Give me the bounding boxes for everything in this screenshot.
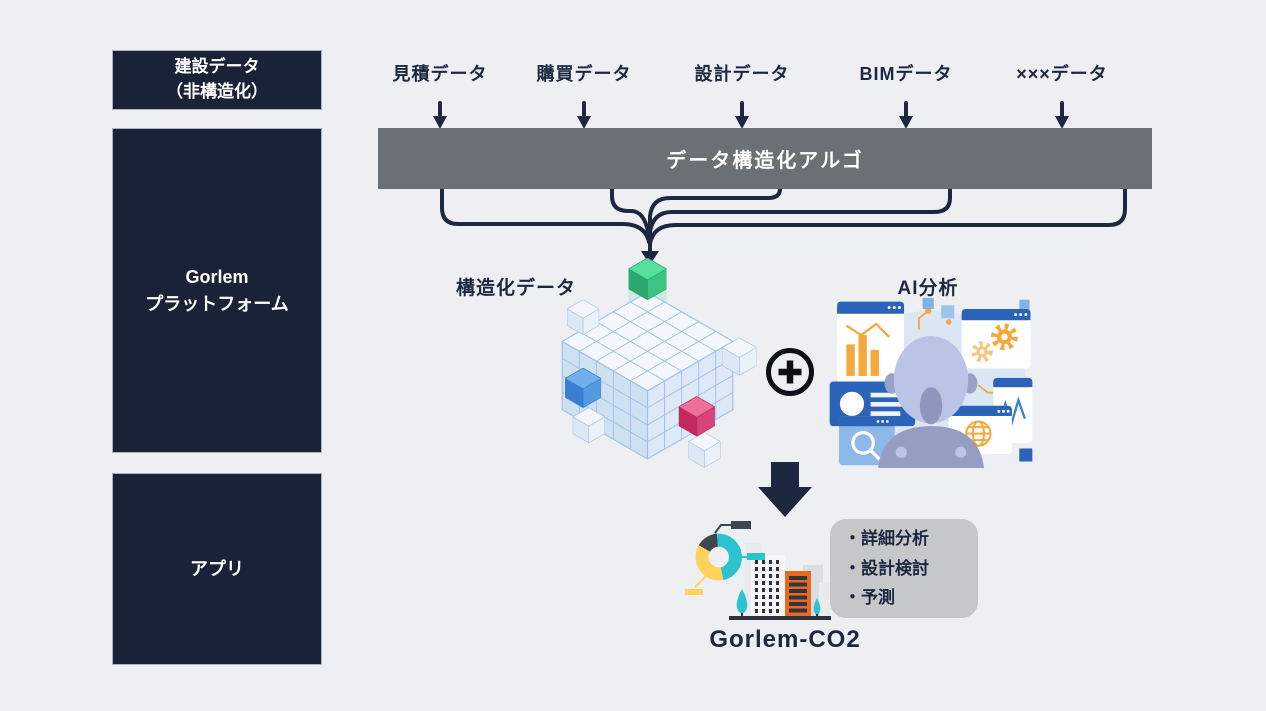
search-window [838, 416, 895, 466]
layer-box-app: アプリ [112, 473, 322, 665]
floating-cube [688, 432, 721, 468]
co2-city-chart-illustration [685, 521, 831, 620]
merge-connector [648, 187, 952, 234]
source-label-purchase: 購買データ [536, 64, 632, 84]
layer-label: アプリ [190, 558, 244, 579]
algo-bar: データ構造化アルゴ [378, 128, 1152, 189]
algo-bar-label: データ構造化アルゴ [666, 150, 864, 172]
merge-connector [648, 187, 782, 230]
ground-line [729, 616, 831, 620]
source-label-bim: BIMデータ [859, 64, 953, 84]
merge-connector [610, 187, 651, 240]
bg-building [819, 583, 831, 616]
merge-connector [648, 187, 1127, 246]
ai-illustration [829, 297, 1033, 468]
ai-analysis-label: AI分析 [897, 278, 959, 299]
layer-label: （非構造化） [166, 82, 268, 101]
source-label-xxx: ×××データ [1016, 64, 1108, 84]
source-label-design: 設計データ [694, 64, 790, 84]
orange-building [785, 571, 811, 616]
robot-head [878, 335, 984, 468]
layer-label: プラットフォーム [145, 293, 289, 314]
tree-icon [736, 589, 821, 617]
feature-item: ・詳細分析 [844, 528, 929, 548]
layer-label: Gorlem [185, 267, 249, 288]
merge-connector [440, 187, 651, 244]
source-arrowhead-icon [1055, 116, 1069, 129]
cube-illustration [561, 258, 757, 468]
product-label: Gorlem-CO2 [709, 626, 861, 653]
merge-arrowhead-icon [641, 251, 659, 265]
layer-box-construction-data: 建設データ （非構造化） [112, 50, 322, 110]
layer-box-gorlem-platform: Gorlem プラットフォーム [112, 128, 322, 453]
source-arrowhead-icon [899, 116, 913, 129]
gears-window [961, 309, 1031, 369]
white-building [751, 555, 785, 616]
source-arrowhead-icon [433, 116, 447, 129]
feature-box: ・詳細分析 ・設計検討 ・予測 [830, 519, 978, 618]
layer-label: 建設データ [174, 57, 260, 77]
source-arrowhead-icon [577, 116, 591, 129]
structured-data-label: 構造化データ [455, 278, 577, 299]
result-arrow-icon [758, 462, 812, 517]
source-label-estimate: 見積データ [392, 64, 488, 84]
source-arrowhead-icon [735, 116, 749, 129]
feature-item: ・予測 [844, 588, 895, 608]
search-icon [851, 431, 875, 455]
feature-item: ・設計検討 [844, 558, 929, 578]
donut-chart [695, 533, 742, 581]
donut-callouts [685, 521, 765, 595]
plus-icon [766, 348, 814, 396]
